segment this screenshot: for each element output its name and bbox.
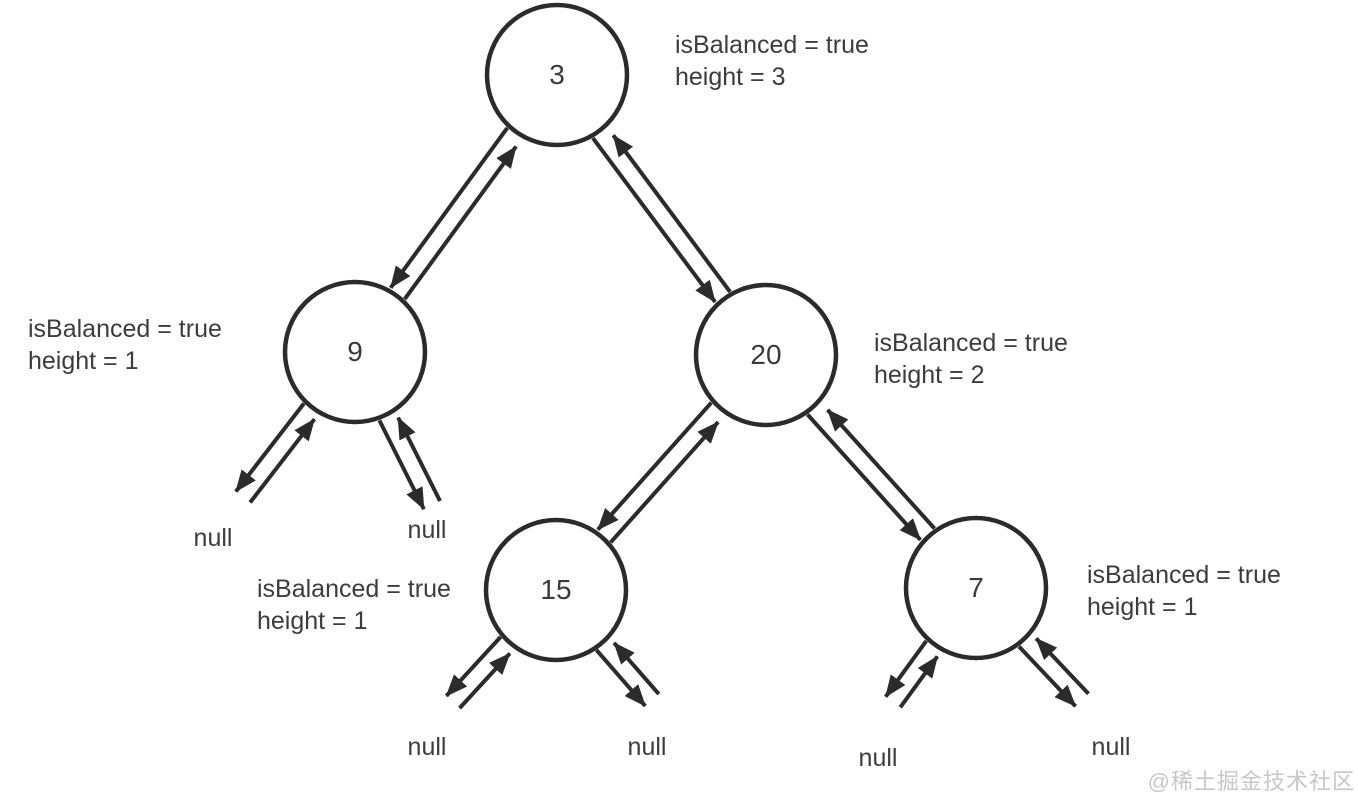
edge-3-9 (389, 126, 518, 301)
edge-9-null-left (234, 402, 316, 504)
edge-15-null-right (594, 641, 661, 708)
edge-9-null-right-up-arrow (396, 416, 442, 502)
tree-node-20-circle (693, 282, 839, 428)
node-20-annotation-line1: isBalanced = true (874, 329, 1068, 357)
null-label-9-right: null (407, 516, 447, 544)
edge-20-7-down-arrow (806, 413, 922, 542)
node-20-annotation-line2: height = 2 (874, 361, 985, 389)
node-3-annotation: isBalanced = true height = 3 (675, 29, 869, 93)
null-label-9-left: null (193, 524, 233, 552)
edge-3-9-down-arrow (389, 126, 509, 289)
null-label-15-right: null (627, 733, 667, 761)
edge-3-20 (591, 134, 732, 304)
node-9-annotation: isBalanced = true height = 1 (28, 313, 222, 377)
edge-7-null-left (884, 639, 940, 709)
edge-9-null-right (377, 416, 442, 510)
edge-9-null-left-up-arrow (248, 417, 316, 504)
node-15-annotation-line2: height = 1 (257, 607, 368, 635)
tree-node-circles (282, 2, 1049, 663)
edge-9-null-left-down-arrow (234, 402, 306, 493)
edge-7-null-right (1017, 637, 1090, 708)
edge-3-20-up-arrow (611, 134, 732, 294)
null-label-7-right: null (1091, 733, 1131, 761)
edge-7-null-right-down-arrow (1017, 645, 1077, 708)
node-7-annotation-line2: height = 1 (1087, 593, 1198, 621)
edge-7-null-left-down-arrow (884, 639, 928, 698)
tree-node-9-circle (282, 279, 428, 425)
edge-20-7 (806, 408, 936, 542)
watermark-text: @稀土掘金技术社区 (1147, 769, 1355, 794)
edge-20-15 (596, 401, 720, 544)
edge-7-null-left-up-arrow (898, 655, 940, 709)
tree-edges (234, 126, 1090, 710)
node-7-value: 7 (968, 572, 984, 603)
node-9-value: 9 (347, 336, 363, 367)
node-20-value: 20 (750, 339, 782, 370)
edge-9-null-right-down-arrow (377, 419, 426, 510)
null-label-7-left: null (858, 744, 898, 772)
edge-15-null-left-down-arrow (444, 635, 503, 698)
edge-15-null-left (444, 635, 512, 710)
edge-15-null-left-up-arrow (458, 652, 512, 710)
edge-15-null-right-down-arrow (594, 648, 647, 708)
node-9-annotation-line1: isBalanced = true (28, 315, 222, 343)
node-3-annotation-line2: height = 3 (675, 63, 786, 91)
node-7-annotation: isBalanced = true height = 1 (1087, 559, 1281, 623)
node-9-annotation-line2: height = 1 (28, 347, 139, 375)
node-3-value: 3 (549, 59, 565, 90)
edge-15-null-right-up-arrow (612, 641, 661, 696)
node-15-annotation-line1: isBalanced = true (257, 575, 451, 603)
tree-node-7-circle (903, 515, 1049, 661)
tree-node-15-circle (483, 517, 629, 663)
node-15-value: 15 (540, 574, 572, 605)
edge-3-20-down-arrow (591, 136, 717, 304)
null-label-15-left: null (407, 733, 447, 761)
edge-20-15-up-arrow (609, 420, 720, 544)
edge-7-null-right-up-arrow (1034, 637, 1090, 696)
node-3-annotation-line1: isBalanced = true (675, 31, 869, 59)
edge-20-15-down-arrow (596, 401, 713, 531)
edge-20-7-up-arrow (826, 408, 936, 530)
tree-node-3-circle (484, 2, 630, 148)
node-7-annotation-line1: isBalanced = true (1087, 561, 1281, 589)
node-15-annotation: isBalanced = true height = 1 (257, 573, 451, 637)
node-20-annotation: isBalanced = true height = 2 (874, 327, 1068, 391)
edge-3-9-up-arrow (403, 145, 518, 301)
